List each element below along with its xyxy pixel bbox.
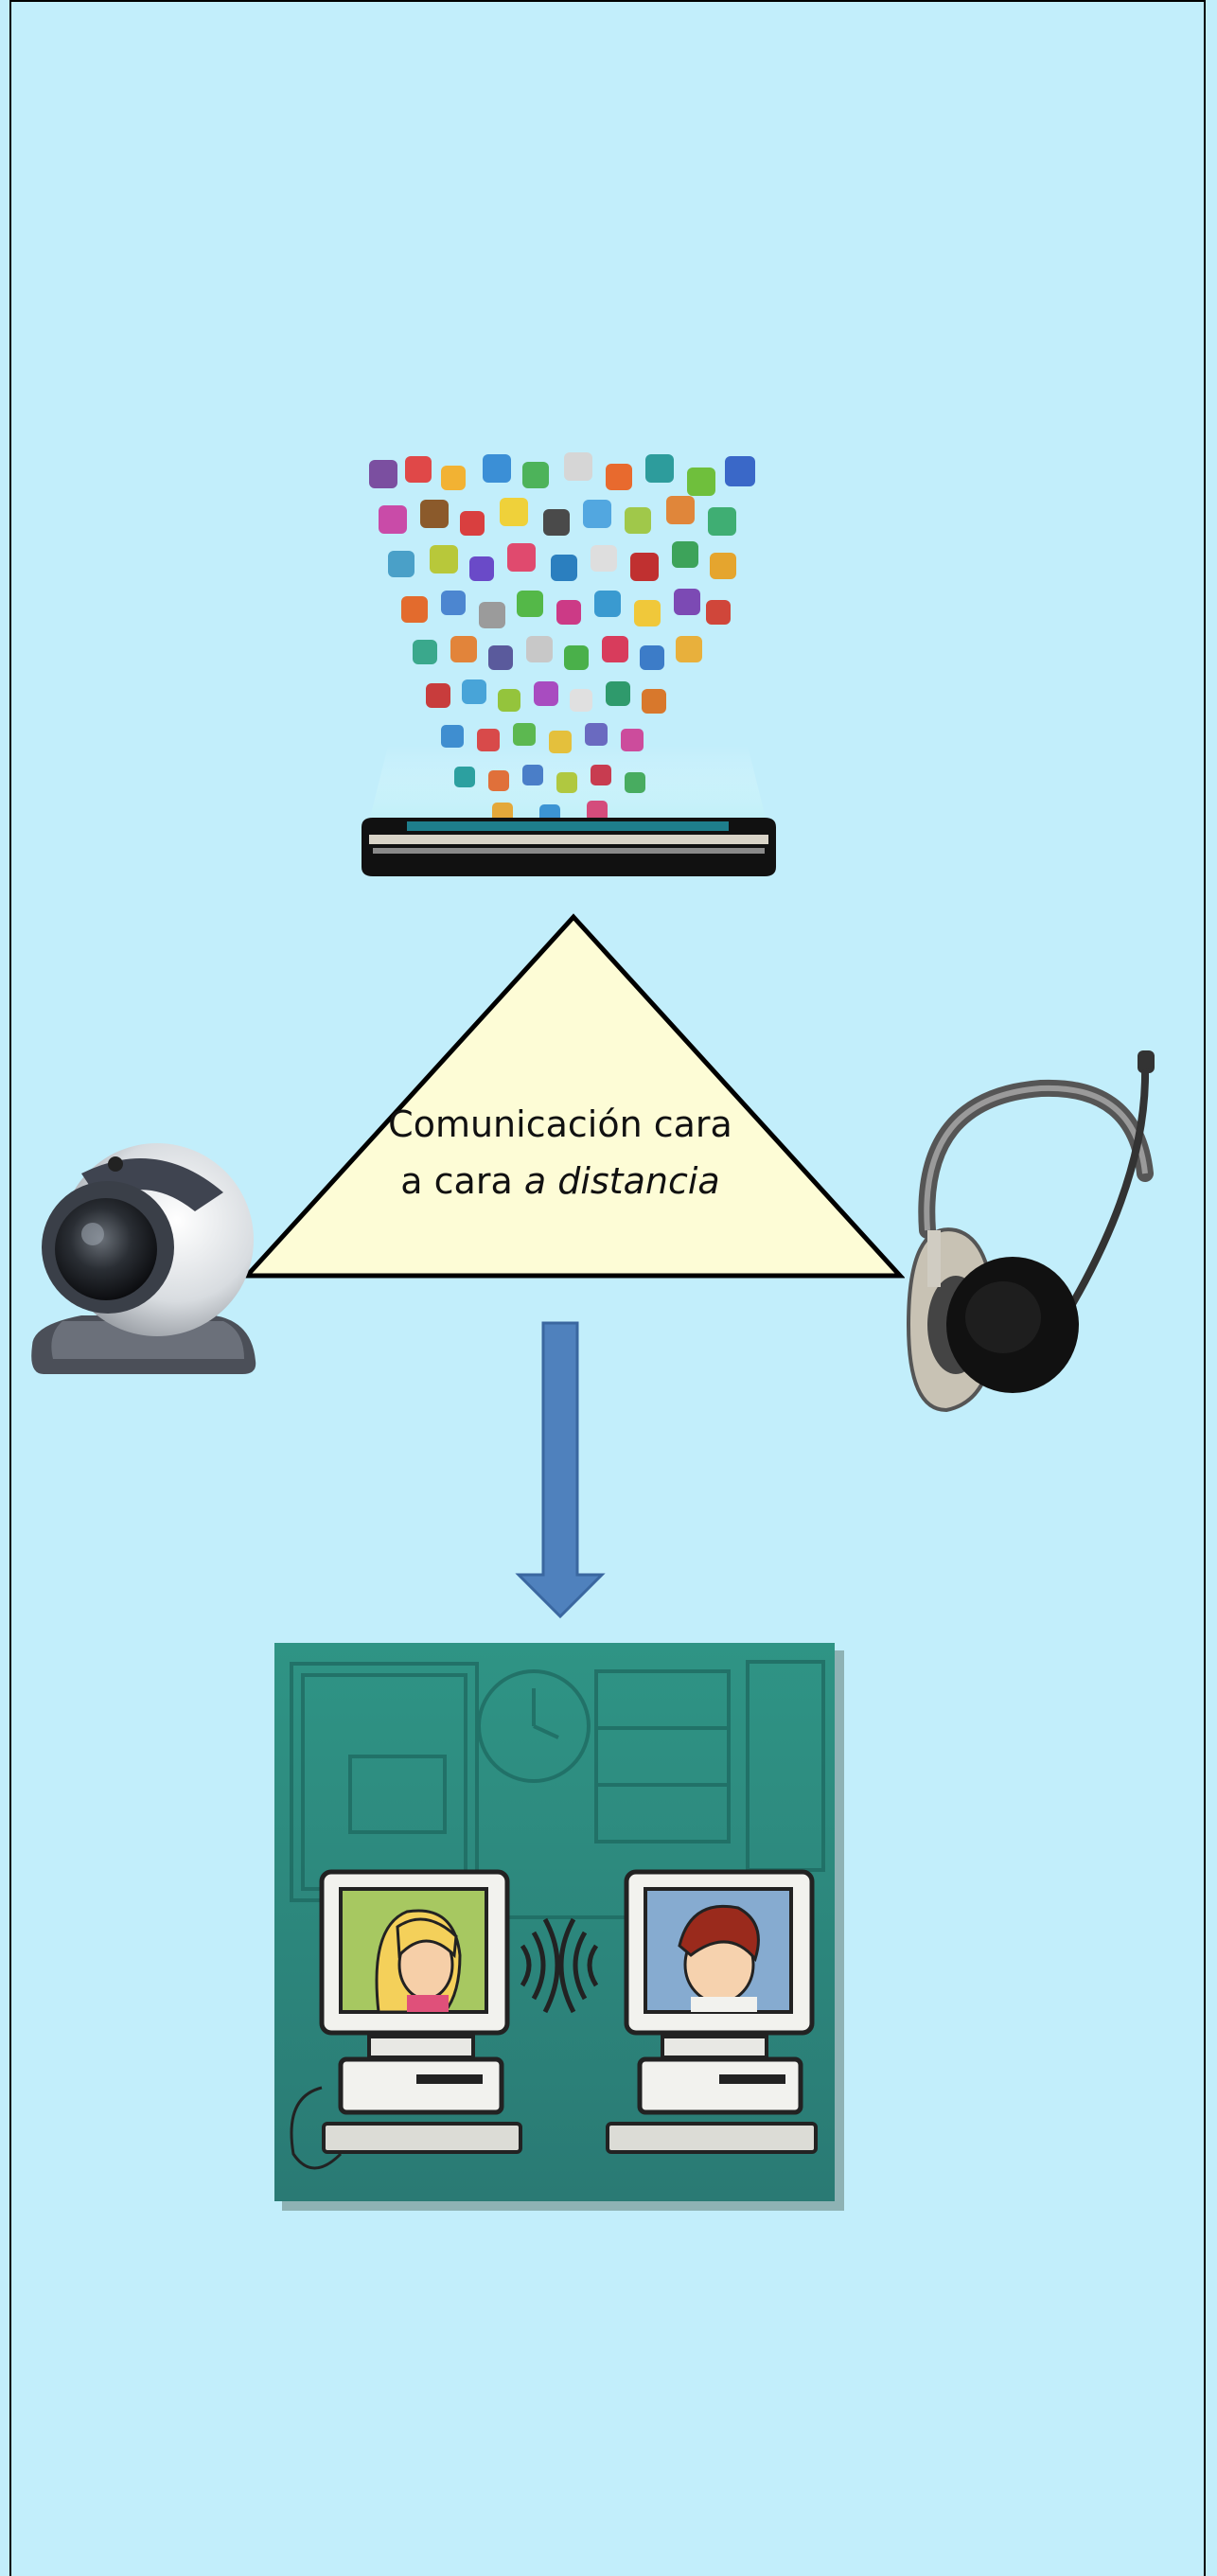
top-border <box>9 0 1206 2</box>
tablet-apps-icon <box>362 452 776 876</box>
headset-icon <box>906 1050 1155 1413</box>
webcam-icon <box>31 1143 256 1374</box>
left-computer <box>290 1869 522 2170</box>
center-label-line2-italic: a distancia <box>523 1160 720 1202</box>
center-label-line2: a cara a distancia <box>379 1153 742 1209</box>
left-border <box>9 0 11 2576</box>
center-label: Comunicación cara a cara a distancia <box>379 1096 742 1209</box>
center-label-line2-prefix: a cara <box>400 1160 524 1202</box>
right-border <box>1204 0 1206 2576</box>
down-arrow-icon <box>515 1321 606 1619</box>
center-label-line1: Comunicación cara <box>388 1103 732 1145</box>
diagram-triangle <box>242 913 905 1279</box>
right-computer <box>606 1869 818 2154</box>
video-call-scene-icon <box>274 1643 844 2211</box>
